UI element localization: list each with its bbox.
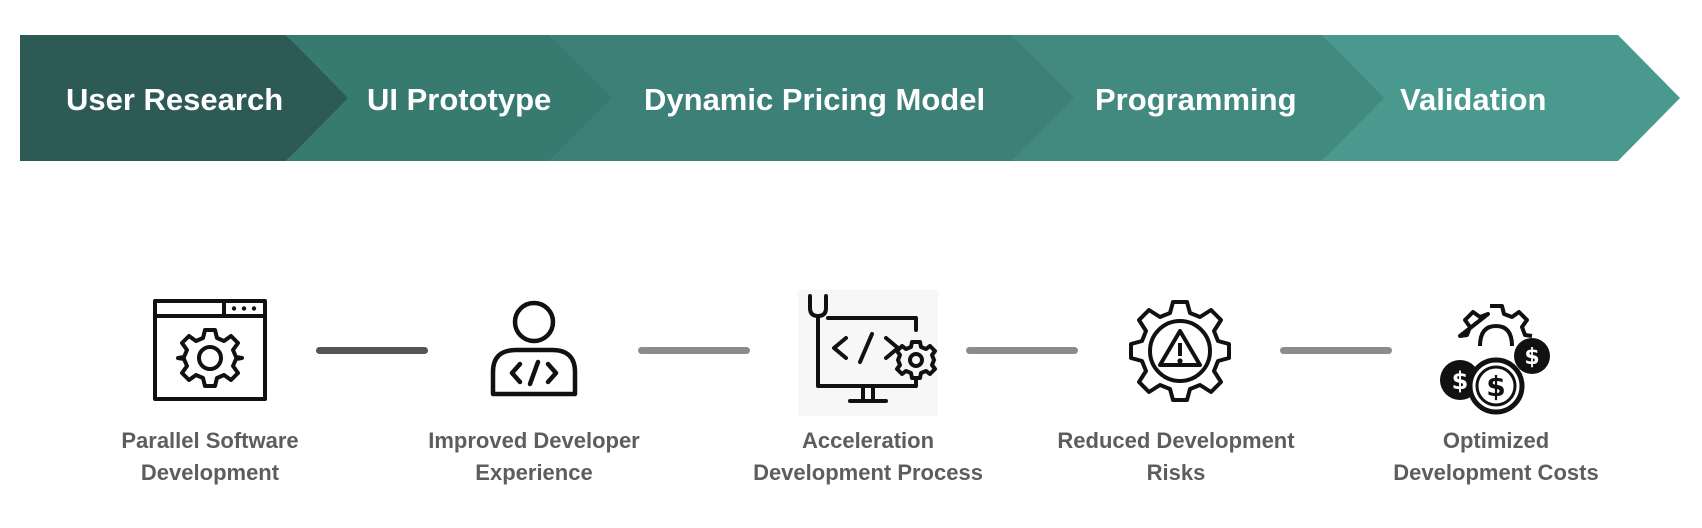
svg-text:$: $ (1524, 345, 1539, 370)
chevron-step-5 (1322, 35, 1680, 161)
step-label-3: Dynamic Pricing Model (644, 82, 986, 117)
benefit-caption-4-line-1: Reduced Development (1057, 428, 1295, 453)
monitor-code-tools-icon (798, 290, 938, 416)
connector-2 (638, 347, 750, 354)
benefit-caption-4-line-2: Risks (1146, 460, 1206, 485)
step-label-5: Validation (1400, 82, 1547, 117)
step-label-4: Programming (1095, 82, 1297, 117)
chevron-step-2 (286, 35, 612, 161)
benefit-caption-1-line-2: Development (140, 460, 280, 485)
connector-1 (316, 347, 428, 354)
svg-text:$: $ (1452, 367, 1469, 395)
process-chevron-bar (20, 35, 1680, 161)
benefit-caption-1: Parallel Software Development (70, 425, 350, 489)
benefit-caption-5: Optimized Development Costs (1356, 425, 1636, 489)
benefit-caption-1-line-1: Parallel Software (121, 428, 299, 453)
benefit-caption-5-line-2: Development Costs (1393, 460, 1599, 485)
benefit-caption-3-line-1: Acceleration (801, 428, 935, 453)
benefit-caption-2-line-2: Experience (475, 460, 593, 485)
benefit-caption-4: Reduced Development Risks (1036, 425, 1316, 489)
browser-gear-icon (153, 299, 267, 401)
gear-coins-icon: $ $ $ (1440, 304, 1550, 415)
developer-user-icon (490, 300, 578, 397)
chevron-step-1 (20, 35, 348, 161)
gear-warning-icon (1129, 300, 1231, 402)
connector-4 (1280, 347, 1392, 354)
step-label-2: UI Prototype (367, 82, 552, 117)
chevron-step-3 (550, 35, 1074, 161)
benefit-caption-3: Acceleration Development Process (728, 425, 1008, 489)
benefit-caption-5-line-1: Optimized (1442, 428, 1550, 453)
benefit-caption-3-line-2: Development Process (753, 460, 983, 485)
benefit-caption-2: Improved Developer Experience (394, 425, 674, 489)
chevron-step-4 (1012, 35, 1384, 161)
svg-text:$: $ (1486, 370, 1505, 403)
step-label-1: User Research (66, 82, 284, 117)
benefit-caption-2-line-1: Improved Developer (428, 428, 640, 453)
connector-3 (966, 347, 1078, 354)
